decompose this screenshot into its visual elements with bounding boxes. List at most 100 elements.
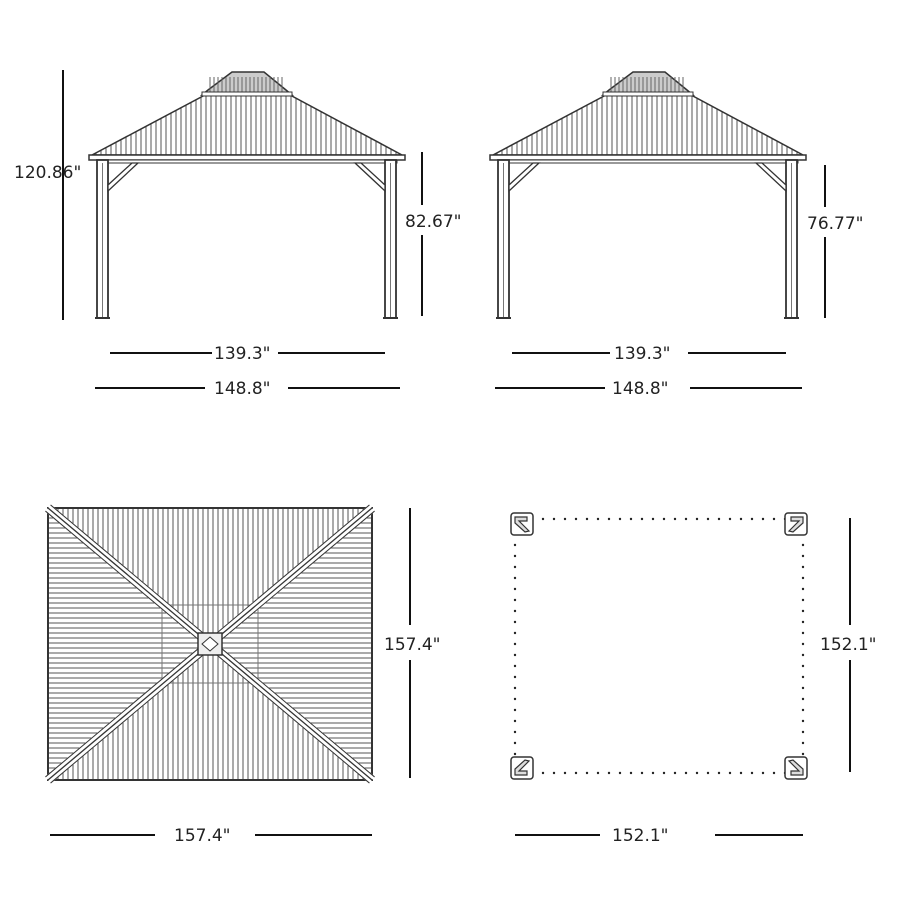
depth-label: 157.4" <box>384 635 441 655</box>
footprint-dot <box>585 517 589 521</box>
footprint-dot <box>801 620 805 624</box>
post-base-bracket <box>787 759 804 776</box>
footprint-dot <box>640 517 644 521</box>
footprint-dot <box>513 708 517 712</box>
roof-outline <box>47 507 373 781</box>
footprint-dot <box>513 664 517 668</box>
footprint-dot <box>695 771 699 775</box>
roof-center-cap <box>201 636 219 652</box>
footprint-dot <box>541 771 545 775</box>
footprint-dot <box>739 517 743 521</box>
footprint-dot <box>513 587 517 591</box>
footprint-dot <box>629 517 633 521</box>
footprint-dot <box>513 730 517 734</box>
footprint-dot <box>513 620 517 624</box>
brace <box>508 162 541 193</box>
footprint-dot <box>801 664 805 668</box>
footprint-dot <box>618 517 622 521</box>
upper-roof-outline <box>161 604 259 684</box>
footprint-dot <box>801 631 805 635</box>
footprint-dot <box>801 653 805 657</box>
post-base-bracket <box>787 516 804 533</box>
footprint-dot <box>513 642 517 646</box>
footprint-dot <box>513 675 517 679</box>
footprint-dot <box>574 771 578 775</box>
hip-ridge-edge <box>207 646 370 784</box>
footprint-dot <box>585 771 589 775</box>
hip-ridge <box>47 507 211 645</box>
top-view-roof <box>45 504 375 784</box>
hip-ridge <box>209 507 373 645</box>
footprint-dot <box>801 642 805 646</box>
footprint-dot <box>739 771 743 775</box>
footprint-dot <box>513 697 517 701</box>
footprint-dot <box>607 517 611 521</box>
base-plan <box>510 512 808 780</box>
footprint-dot <box>513 752 517 756</box>
footprint-dot <box>513 598 517 602</box>
footprint-dot <box>761 771 765 775</box>
post-base-bracket <box>514 516 531 533</box>
footprint-dot <box>513 719 517 723</box>
width-label: 157.4" <box>174 826 231 846</box>
footprint-dot <box>761 517 765 521</box>
post-base-bracket <box>514 759 531 776</box>
footprint-dot <box>728 771 732 775</box>
footprint-dot <box>717 771 721 775</box>
footprint-dot <box>684 771 688 775</box>
footprint-dot <box>513 565 517 569</box>
footprint-dot <box>706 517 710 521</box>
hip-ridge-edge <box>207 504 370 642</box>
footprint-dot <box>513 741 517 745</box>
eave-height-label: 76.77" <box>807 214 864 234</box>
side-view-gazebo <box>489 71 807 319</box>
footprint-dot <box>801 565 805 569</box>
eave-height-label: 82.67" <box>405 212 462 232</box>
side-view-dimensions: 76.77" 139.3" 148.8" <box>495 165 864 399</box>
depth-label: 152.1" <box>820 635 877 655</box>
overall-width-label: 148.8" <box>612 379 669 399</box>
footprint-dot <box>629 771 633 775</box>
footprint-dot <box>640 771 644 775</box>
overall-width-label: 148.8" <box>214 379 271 399</box>
eave-beam <box>88 154 406 161</box>
eave-beam <box>489 154 807 161</box>
footprint-dot <box>552 771 556 775</box>
footprint-dot <box>513 609 517 613</box>
footprint-dot <box>651 771 655 775</box>
footprint-dot <box>801 708 805 712</box>
footprint-dot <box>607 771 611 775</box>
footprint-dot <box>662 517 666 521</box>
brace <box>754 162 787 193</box>
footprint-dot <box>563 771 567 775</box>
hip-ridge <box>209 643 373 781</box>
footprint-dot <box>513 576 517 580</box>
post-span-label: 139.3" <box>614 344 671 364</box>
footprint-dot <box>684 517 688 521</box>
footprint-dot <box>750 771 754 775</box>
footprint-dot <box>596 771 600 775</box>
hip-ridge-edge <box>212 510 375 648</box>
total-height-label: 120.86" <box>14 163 81 183</box>
footprint-dot <box>552 517 556 521</box>
footprint-dot <box>801 576 805 580</box>
footprint-dot <box>513 686 517 690</box>
hip-ridge-edge <box>50 646 213 784</box>
footprint-dot <box>801 598 805 602</box>
footprint-dot <box>772 771 776 775</box>
footprint-dot <box>801 609 805 613</box>
footprint-dot <box>651 517 655 521</box>
footprint-dot <box>801 543 805 547</box>
footprint-dot <box>563 517 567 521</box>
footprint-dot <box>801 587 805 591</box>
footprint-dot <box>541 517 545 521</box>
hip-ridge-edge <box>45 640 208 778</box>
footprint-dot <box>801 719 805 723</box>
footprint-dot <box>772 517 776 521</box>
footprint-dot <box>801 741 805 745</box>
footprint-dot <box>513 631 517 635</box>
footprint-dot <box>596 517 600 521</box>
base-plan-dimensions: 152.1" 152.1" <box>515 518 877 846</box>
